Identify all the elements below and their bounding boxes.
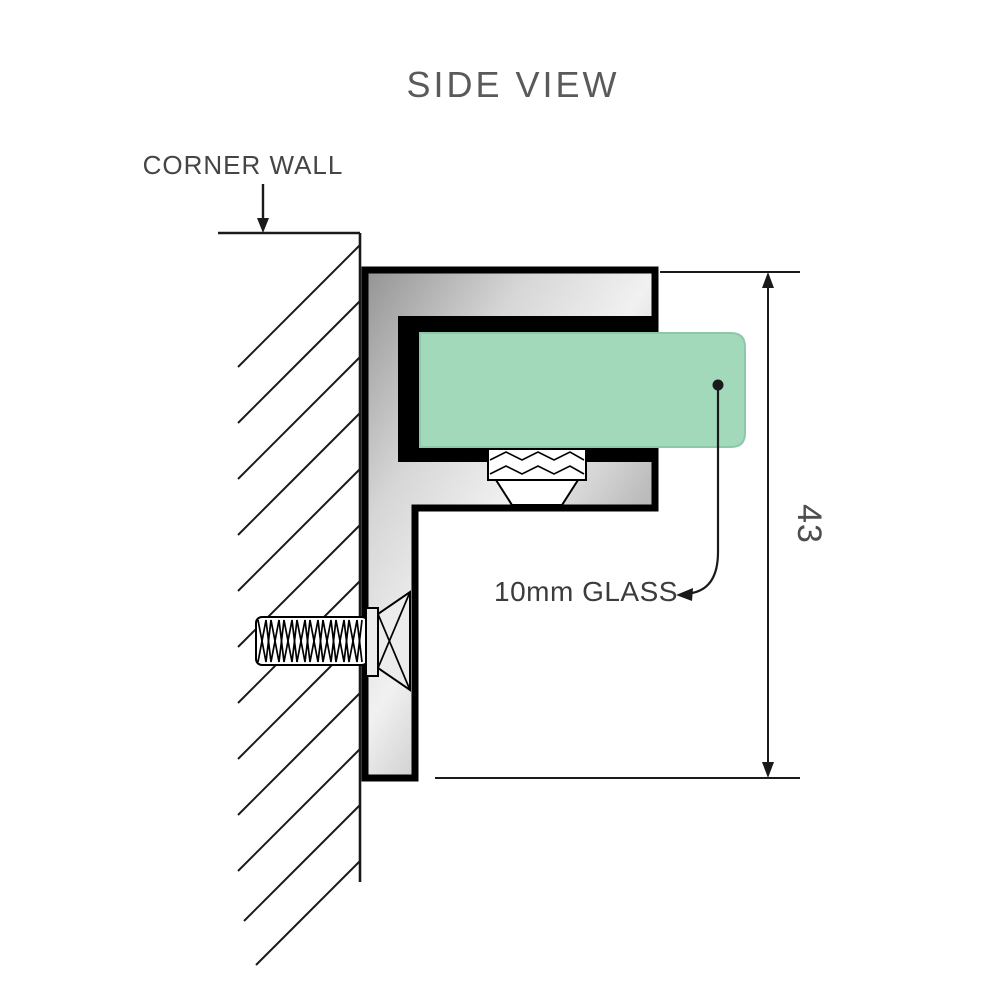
glass-panel xyxy=(419,332,746,448)
screw-shaft xyxy=(255,616,369,666)
diagram-title: SIDE VIEW xyxy=(406,64,619,105)
dimension-label: 43 xyxy=(790,504,828,544)
leader-arrow-icon xyxy=(676,588,693,601)
grub-screw xyxy=(487,448,587,506)
glass-label: 10mm GLASS xyxy=(494,576,678,607)
screw-washer xyxy=(365,607,379,677)
leader-dot xyxy=(712,379,724,391)
glass-leader-line xyxy=(676,379,724,601)
height-dimension xyxy=(435,271,800,779)
dimension-arrow-up-icon xyxy=(762,272,774,288)
screw-thread-back xyxy=(257,619,363,663)
dimension-arrow-down-icon xyxy=(762,762,774,778)
corner-wall-label: CORNER WALL xyxy=(143,150,344,180)
corner-wall-pointer-arrow xyxy=(257,184,269,233)
screw-thread xyxy=(257,619,363,663)
corner-wall xyxy=(218,231,362,882)
wall-hatching xyxy=(237,244,361,966)
wall-screw xyxy=(255,590,411,692)
